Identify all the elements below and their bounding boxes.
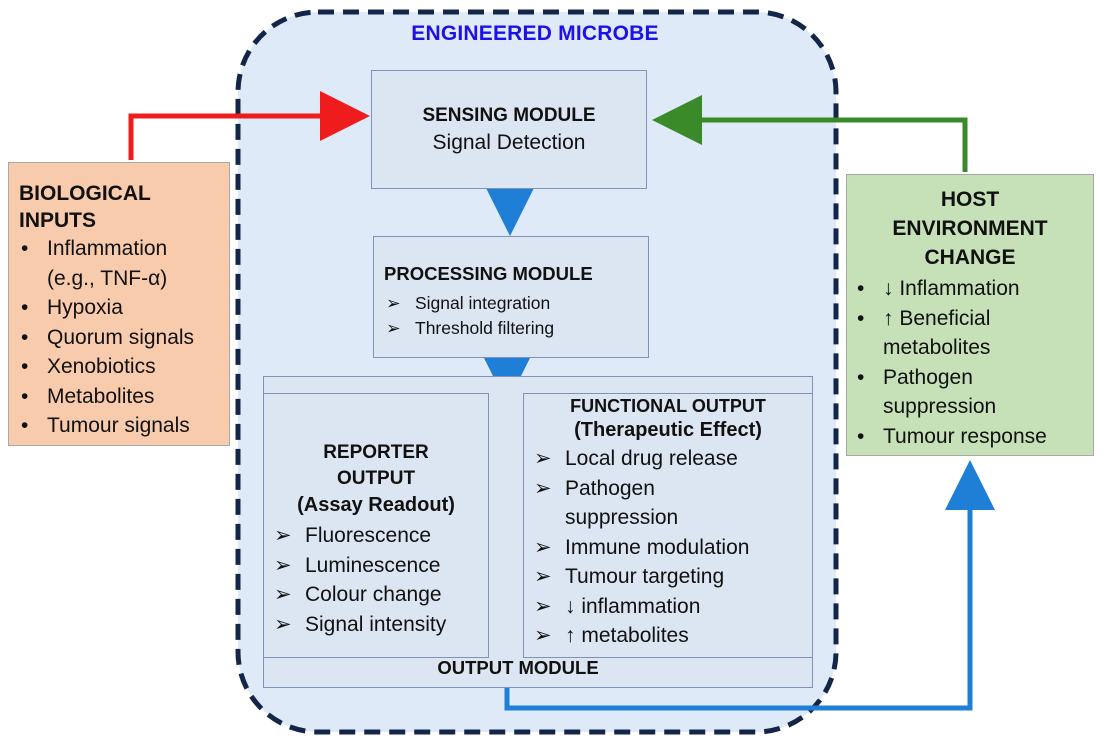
functional-item: Tumour targeting — [534, 562, 806, 592]
functional-item: ↑ metabolites — [534, 621, 806, 651]
functional-item: Pathogen suppression — [534, 474, 715, 533]
output-module-label: OUTPUT MODULE — [437, 657, 599, 678]
reporter-item: Colour change — [274, 580, 488, 610]
processing-module-title: PROCESSING MODULE — [384, 263, 593, 284]
input-to-sensing-arrow — [128, 91, 370, 160]
sensing-module: SENSING MODULE Signal Detection — [371, 70, 647, 189]
biological-inputs-list: Inflammation (e.g., TNF-α) Hypoxia Quoru… — [15, 234, 229, 441]
output-to-host-arrow — [504, 460, 995, 711]
processing-item: Threshold filtering — [386, 316, 648, 341]
reporter-output-box: REPORTER OUTPUT (Assay Readout) Fluoresc… — [263, 393, 489, 658]
functional-list: Local drug release Pathogen suppression … — [534, 444, 806, 651]
reporter-item: Luminescence — [274, 551, 488, 581]
sensing-module-title: SENSING MODULE — [422, 105, 596, 126]
processing-module: PROCESSING MODULE Signal integration Thr… — [373, 236, 649, 358]
host-to-sensing-arrow — [652, 95, 968, 172]
host-environment-item: ↑ Beneficial metabolites — [851, 304, 1023, 363]
biological-input-item: Hypoxia — [15, 293, 229, 323]
functional-output-box: FUNCTIONAL OUTPUT (Therapeutic Effect) L… — [523, 393, 813, 658]
processing-list: Signal integration Threshold filtering — [386, 291, 648, 341]
functional-title: FUNCTIONAL OUTPUT — [570, 396, 766, 416]
functional-item: Immune modulation — [534, 533, 806, 563]
reporter-item: Signal intensity — [274, 610, 488, 640]
processing-item: Signal integration — [386, 291, 648, 316]
biological-inputs-title: BIOLOGICAL INPUTS — [19, 182, 151, 232]
reporter-list: Fluorescence Luminescence Colour change … — [274, 521, 488, 639]
host-environment-list: ↓ Inflammation ↑ Beneficial metabolites … — [851, 274, 1093, 451]
host-environment-title: HOST ENVIRONMENT CHANGE — [892, 188, 1048, 269]
biological-input-item: Inflammation (e.g., TNF-α) — [15, 234, 197, 293]
functional-item: ↓ inflammation — [534, 592, 806, 622]
host-environment-item: ↓ Inflammation — [851, 274, 1093, 304]
reporter-subtitle: (Assay Readout) — [297, 494, 455, 516]
biological-input-item: Tumour signals — [15, 411, 229, 441]
reporter-item: Fluorescence — [274, 521, 488, 551]
reporter-title: REPORTER OUTPUT — [323, 442, 429, 489]
engineered-microbe-title: ENGINEERED MICROBE — [411, 22, 659, 45]
biological-input-item: Xenobiotics — [15, 352, 229, 382]
functional-subtitle: (Therapeutic Effect) — [574, 419, 762, 441]
sensing-module-subtitle: Signal Detection — [432, 131, 586, 154]
host-environment-box: HOST ENVIRONMENT CHANGE ↓ Inflammation ↑… — [846, 174, 1094, 456]
host-environment-item: Pathogen suppression — [851, 363, 1023, 422]
functional-item: Local drug release — [534, 444, 806, 474]
host-environment-item: Tumour response — [851, 422, 1093, 452]
biological-input-item: Quorum signals — [15, 323, 229, 353]
biological-inputs-box: BIOLOGICAL INPUTS Inflammation (e.g., TN… — [8, 162, 230, 446]
biological-input-item: Metabolites — [15, 382, 229, 412]
